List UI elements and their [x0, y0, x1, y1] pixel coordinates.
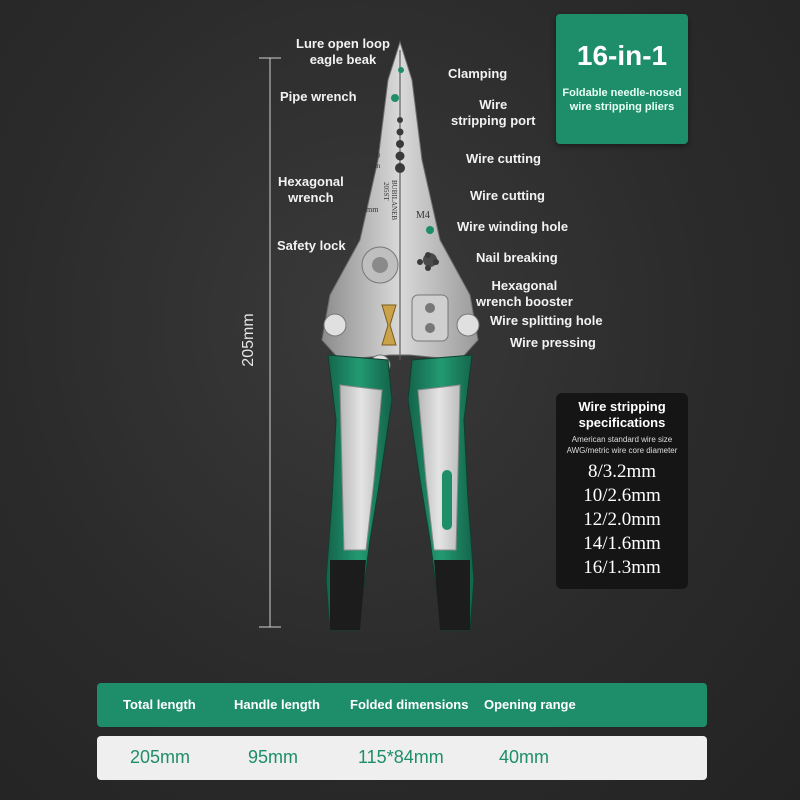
tick-14: 14	[372, 131, 380, 140]
feature-stripping-port: Wire stripping port	[451, 97, 536, 129]
feature-safety-lock: Safety lock	[277, 238, 346, 253]
value-opening-range: 40mm	[499, 747, 550, 767]
badge-subtitle-line2: wire stripping pliers	[569, 101, 675, 113]
height-dimension-line	[259, 57, 281, 628]
spec-value: 16/1.3mm	[583, 557, 661, 578]
feature-lure: Lure open loop eagle beak	[296, 36, 390, 68]
feature-nail-breaking: Nail breaking	[476, 250, 558, 265]
spec-value: 14/1.6mm	[583, 533, 661, 554]
spec-value: 12/2.0mm	[583, 509, 661, 530]
mark-6mm: 6mm	[366, 162, 381, 170]
value-total-length: 205mm	[130, 747, 191, 767]
dimensions-values-bar: 205mm 95mm 115*84mm 40mm	[97, 736, 707, 780]
feature-wire-pressing: Wire pressing	[510, 335, 596, 350]
mark-10mm: 10mm	[358, 205, 379, 214]
header-opening-range: Opening range	[484, 697, 576, 712]
feature-stripping-line2: stripping port	[451, 113, 536, 128]
specs-title: Wire stripping specifications	[556, 399, 688, 431]
feature-clamping: Clamping	[448, 66, 508, 81]
header-folded-dimensions: Folded dimensions	[350, 697, 469, 712]
model-mark: 205ST	[382, 182, 390, 201]
pliers-image: 16 14 12 10 8 6mm 10mm M4 BUBILANEB 205S…	[321, 40, 480, 631]
header-handle-length: Handle length	[234, 697, 320, 712]
specs-values: 8/3.2mm 10/2.6mm 12/2.0mm 14/1.6mm 16/1.…	[556, 460, 688, 580]
feature-pipe-wrench: Pipe wrench	[280, 89, 357, 104]
spec-value: 8/3.2mm	[587, 461, 657, 482]
brand-mark: BUBILANEB	[390, 180, 398, 220]
feature-hex-line1: Hexagonal	[278, 174, 344, 189]
dimensions-header-bar: Total length Handle length Folded dimens…	[97, 683, 707, 727]
value-folded-dimensions: 115*84mm	[358, 747, 444, 767]
value-handle-length: 95mm	[248, 747, 299, 767]
height-dimension-label: 205mm	[240, 313, 257, 367]
feature-lure-line1: Lure open loop	[296, 36, 390, 51]
feature-booster-line2: wrench booster	[476, 294, 573, 309]
feature-hexagonal-wrench: Hexagonal wrench	[278, 174, 344, 206]
feature-wrench-booster: Hexagonal wrench booster	[476, 278, 573, 310]
feature-hex-line2: wrench	[288, 190, 334, 205]
feature-lure-line2: eagle beak	[309, 52, 377, 67]
badge-title: 16-in-1	[576, 40, 668, 71]
badge-subtitle: Foldable needle-nosed wire stripping pli…	[556, 86, 688, 114]
spec-value: 10/2.6mm	[583, 485, 661, 506]
tick-12: 12	[372, 141, 380, 150]
specs-sub-line2: AWG/metric wire core diameter	[566, 446, 678, 455]
specs-title-line2: specifications	[578, 415, 666, 430]
tick-8: 8	[372, 161, 376, 170]
feature-winding-hole: Wire winding hole	[457, 219, 569, 234]
feature-stripping-line1: Wire	[479, 97, 508, 112]
header-total-length: Total length	[123, 697, 196, 712]
tick-10: 10	[372, 151, 380, 160]
mark-m4: M4	[416, 210, 430, 221]
specs-title-line1: Wire stripping	[578, 399, 666, 414]
feature-wire-cutting-2: Wire cutting	[470, 188, 545, 203]
stripping-specs-panel: Wire stripping specifications American s…	[556, 393, 688, 589]
badge-subtitle-line1: Foldable needle-nosed	[562, 87, 682, 99]
specs-subtitle: American standard wire size AWG/metric w…	[556, 434, 688, 456]
feature-booster-line1: Hexagonal	[491, 278, 558, 293]
product-badge: 16-in-1 Foldable needle-nosed wire strip…	[556, 14, 688, 144]
tick-16: 16	[372, 121, 380, 130]
feature-wire-cutting-1: Wire cutting	[466, 151, 541, 166]
specs-sub-line1: American standard wire size	[571, 435, 673, 444]
feature-splitting-hole: Wire splitting hole	[490, 313, 603, 328]
